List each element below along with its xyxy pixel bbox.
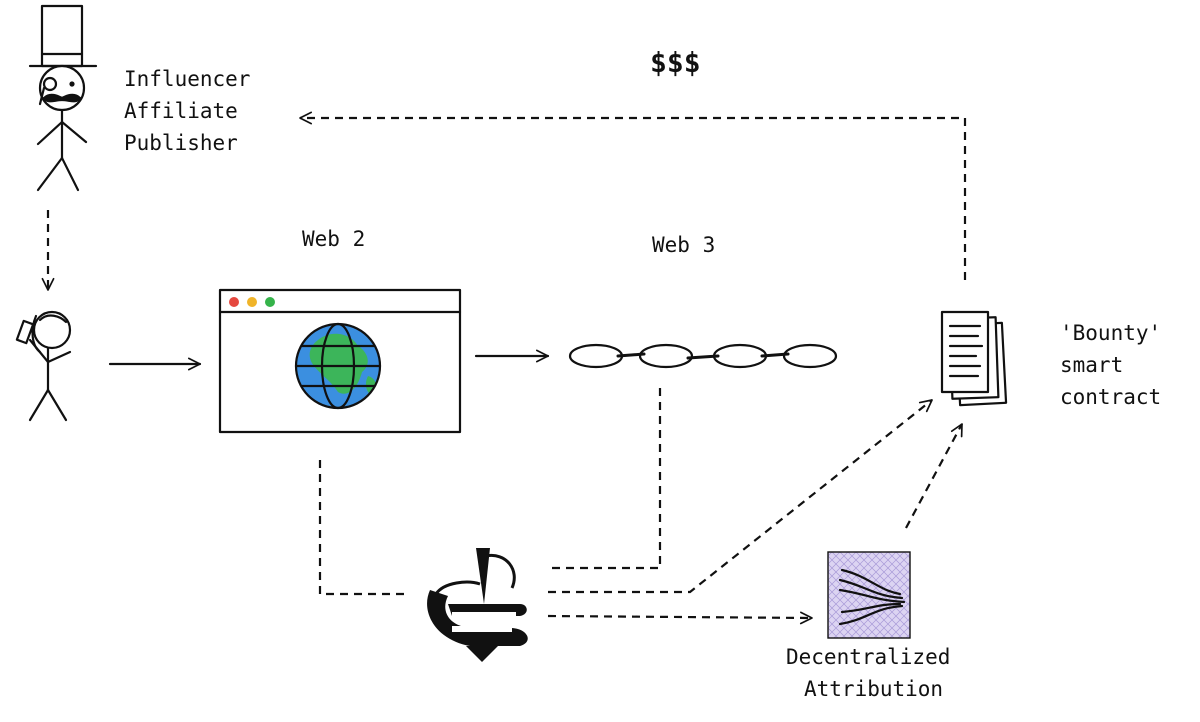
bounty-label-line1: 'Bounty': [1060, 321, 1161, 345]
browser-close-dot: [229, 297, 239, 307]
chain-icon: [568, 343, 838, 369]
web3-label: Web 3: [652, 233, 715, 257]
influencer-label-line1: Influencer: [124, 67, 250, 91]
payout-arrow: [299, 111, 967, 280]
top-hat-person-icon: [28, 4, 98, 192]
influencer-label-line2: Affiliate: [124, 99, 238, 123]
chain-link: [782, 343, 838, 369]
bounty-label-line3: contract: [1060, 385, 1161, 409]
web2-to-logo-line: [318, 460, 408, 596]
influencer-label: Influencer Affiliate Publisher: [124, 67, 250, 155]
attribution-label: Decentralized Attribution: [786, 645, 950, 701]
browser-minimize-dot: [247, 297, 257, 307]
spinning-top-logo-icon: [427, 548, 528, 662]
browser-window-icon: [218, 288, 462, 434]
influencer-label-line3: Publisher: [124, 131, 238, 155]
bounty-label: 'Bounty' smart contract: [1060, 321, 1161, 409]
bounty-label-line2: smart: [1060, 353, 1123, 377]
phone-user-icon: [15, 310, 72, 422]
web2-label: Web 2: [302, 227, 365, 251]
chain-link: [712, 343, 768, 369]
attribution-label-line1: Decentralized: [786, 645, 950, 669]
logo-to-attribution-arrow: [547, 611, 813, 625]
logo-to-contract-arrow: [548, 399, 933, 594]
globe-icon: [294, 322, 382, 410]
money-label: $$$: [650, 46, 701, 79]
chain-link: [568, 343, 624, 369]
attribution-to-contract-arrow: [905, 423, 963, 529]
attribution-streams-icon: [827, 551, 911, 639]
browser-maximize-dot: [265, 297, 275, 307]
document-stack-icon: [940, 310, 1008, 407]
chain-link: [638, 343, 694, 369]
attribution-label-line2: Attribution: [804, 677, 943, 701]
web3-to-logo-line: [548, 388, 662, 570]
